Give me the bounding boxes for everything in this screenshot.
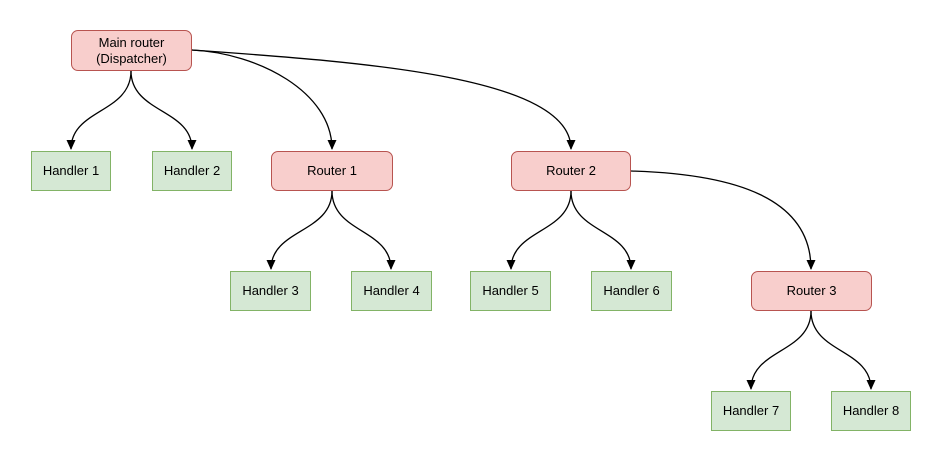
node-router-2: Router 2 bbox=[511, 151, 631, 191]
edge-router-3-to-handler-8 bbox=[810, 310, 876, 390]
edge-main-router-to-handler-1 bbox=[66, 70, 132, 150]
node-handler-6: Handler 6 bbox=[591, 271, 672, 311]
node-handler-8: Handler 8 bbox=[831, 391, 911, 431]
node-main-router: Main router (Dispatcher) bbox=[71, 30, 192, 71]
node-handler-2: Handler 2 bbox=[152, 151, 232, 191]
node-router-3: Router 3 bbox=[751, 271, 872, 311]
node-handler-1: Handler 1 bbox=[31, 151, 111, 191]
edge-main-router-to-router-2 bbox=[191, 49, 576, 150]
node-handler-4: Handler 4 bbox=[351, 271, 432, 311]
node-router-1: Router 1 bbox=[271, 151, 393, 191]
node-handler-7: Handler 7 bbox=[711, 391, 791, 431]
edge-main-router-to-handler-2 bbox=[130, 70, 197, 150]
edge-router-3-to-handler-7 bbox=[746, 310, 812, 390]
node-handler-3: Handler 3 bbox=[230, 271, 311, 311]
edge-router-1-to-handler-3 bbox=[266, 190, 333, 270]
edge-main-router-to-router-1 bbox=[191, 49, 337, 150]
edge-router-2-to-handler-5 bbox=[506, 190, 572, 270]
node-handler-5: Handler 5 bbox=[470, 271, 551, 311]
edge-router-2-to-router-3 bbox=[630, 170, 816, 270]
edge-router-2-to-handler-6 bbox=[570, 190, 636, 270]
edge-router-1-to-handler-4 bbox=[331, 190, 396, 270]
